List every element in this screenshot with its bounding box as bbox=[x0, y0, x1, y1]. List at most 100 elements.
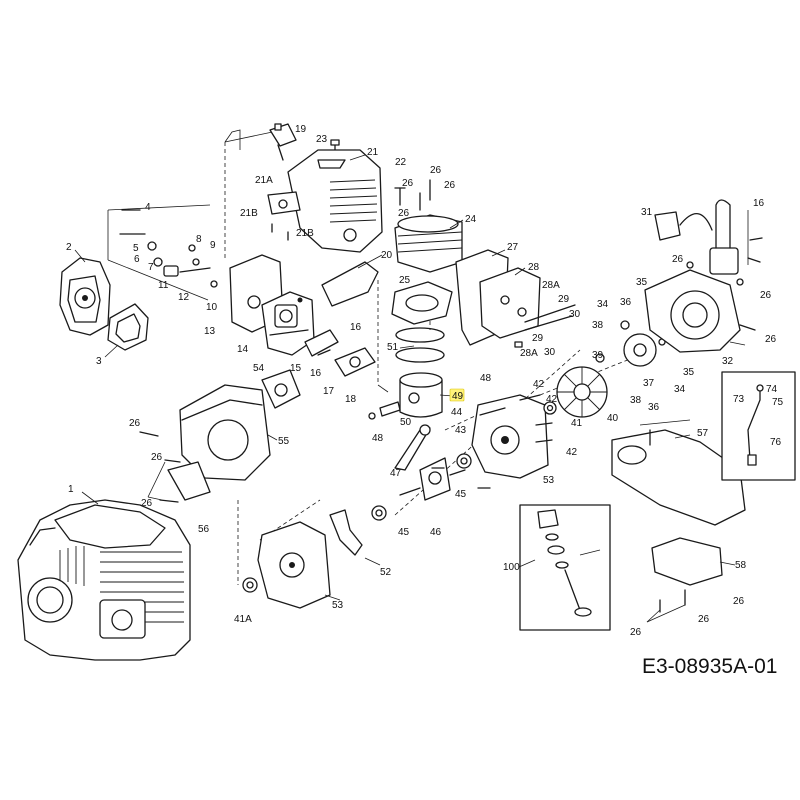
label-47: 47 bbox=[390, 468, 402, 479]
label-18: 18 bbox=[345, 394, 357, 405]
label-54: 54 bbox=[253, 363, 265, 374]
label-24: 24 bbox=[465, 214, 477, 225]
label-20: 20 bbox=[381, 250, 393, 261]
label-26g: 26 bbox=[141, 498, 153, 509]
label-53a: 53 bbox=[543, 475, 555, 486]
label-46: 46 bbox=[430, 527, 442, 538]
label-42c: 42 bbox=[546, 394, 558, 405]
crankshaft-bearings bbox=[371, 453, 472, 521]
label-50: 50 bbox=[400, 417, 412, 428]
label-26b: 26 bbox=[402, 178, 414, 189]
connecting-rod bbox=[394, 424, 431, 471]
engine-assembly bbox=[17, 499, 191, 661]
label-12: 12 bbox=[178, 292, 190, 303]
label-29b: 29 bbox=[532, 333, 544, 344]
label-7: 7 bbox=[148, 262, 154, 273]
cover-fasteners bbox=[267, 191, 301, 241]
cylinder-gasket bbox=[391, 281, 453, 325]
label-36b: 36 bbox=[648, 402, 660, 413]
carburetor-gaskets bbox=[304, 329, 376, 377]
label-21a: 21A bbox=[255, 175, 273, 186]
label-30b: 30 bbox=[544, 347, 556, 358]
label-28: 28 bbox=[528, 262, 540, 273]
label-42a: 42 bbox=[533, 379, 545, 390]
label-26k: 26 bbox=[630, 627, 642, 638]
label-40: 40 bbox=[607, 413, 619, 424]
fuel-tank-plate bbox=[651, 537, 723, 613]
muffler bbox=[479, 267, 576, 348]
heat-shield bbox=[321, 261, 379, 307]
label-42b: 42 bbox=[566, 447, 578, 458]
assorted-bolts bbox=[139, 187, 763, 503]
label-35b: 35 bbox=[683, 367, 695, 378]
label-5: 5 bbox=[133, 243, 139, 254]
fuel-cap-detail-box bbox=[519, 504, 611, 631]
label-9: 9 bbox=[210, 240, 216, 251]
label-26c: 26 bbox=[444, 180, 456, 191]
starter-pulley bbox=[261, 369, 301, 409]
label-74: 74 bbox=[766, 384, 778, 395]
cylinder bbox=[394, 179, 463, 273]
carburetor bbox=[261, 291, 315, 356]
label-17: 17 bbox=[323, 386, 335, 397]
label-56: 56 bbox=[198, 524, 210, 535]
label-16b: 16 bbox=[310, 368, 322, 379]
label-28a-2: 28A bbox=[520, 348, 538, 359]
label-49: 49 bbox=[452, 391, 464, 402]
label-100: 100 bbox=[503, 562, 520, 573]
fuel-line-detail-box bbox=[721, 371, 796, 481]
label-19: 19 bbox=[295, 124, 307, 135]
spark-plug bbox=[269, 123, 297, 161]
recoil-starter bbox=[179, 384, 271, 481]
label-75: 75 bbox=[772, 397, 784, 408]
leader-lines bbox=[74, 154, 746, 623]
label-57: 57 bbox=[697, 428, 709, 439]
label-45a: 45 bbox=[455, 489, 467, 500]
label-26h: 26 bbox=[672, 254, 684, 265]
label-3: 3 bbox=[96, 356, 102, 367]
label-38a: 38 bbox=[592, 320, 604, 331]
label-58: 58 bbox=[735, 560, 747, 571]
label-25: 25 bbox=[399, 275, 411, 286]
label-52: 52 bbox=[380, 567, 392, 578]
label-2: 2 bbox=[66, 242, 72, 253]
label-37: 37 bbox=[643, 378, 655, 389]
label-44: 44 bbox=[451, 407, 463, 418]
crankcase-gasket bbox=[329, 509, 363, 556]
fan-housing bbox=[644, 261, 744, 353]
label-26a: 26 bbox=[430, 165, 442, 176]
fuel-tank bbox=[611, 429, 746, 526]
label-26l: 26 bbox=[698, 614, 710, 625]
label-41: 41 bbox=[571, 418, 583, 429]
piston-pin bbox=[368, 401, 401, 420]
label-35a: 35 bbox=[636, 277, 648, 288]
label-4: 4 bbox=[145, 202, 151, 213]
label-1: 1 bbox=[68, 484, 74, 495]
label-26f: 26 bbox=[151, 452, 163, 463]
crankcase-right bbox=[471, 394, 549, 479]
clutch-assembly bbox=[620, 320, 666, 367]
label-73: 73 bbox=[733, 394, 745, 405]
label-14: 14 bbox=[237, 344, 249, 355]
highlight-49 bbox=[449, 388, 465, 402]
label-6: 6 bbox=[134, 254, 140, 265]
flywheel-nut bbox=[595, 353, 605, 363]
drawing-reference-code: E3-08935A-01 bbox=[642, 655, 777, 678]
label-16a: 16 bbox=[350, 322, 362, 333]
label-21b-1: 21B bbox=[240, 208, 258, 219]
label-36a: 36 bbox=[620, 297, 632, 308]
label-16c: 16 bbox=[753, 198, 765, 209]
label-29a: 29 bbox=[558, 294, 570, 305]
label-43: 43 bbox=[455, 425, 467, 436]
air-filter-element bbox=[107, 303, 149, 351]
flywheel bbox=[556, 366, 608, 418]
label-76: 76 bbox=[770, 437, 782, 448]
label-34b: 34 bbox=[674, 384, 686, 395]
label-26m: 26 bbox=[733, 596, 745, 607]
label-31: 31 bbox=[641, 207, 653, 218]
label-28a-1: 28A bbox=[542, 280, 560, 291]
label-26d: 26 bbox=[398, 208, 410, 219]
engine-cover bbox=[287, 149, 383, 253]
